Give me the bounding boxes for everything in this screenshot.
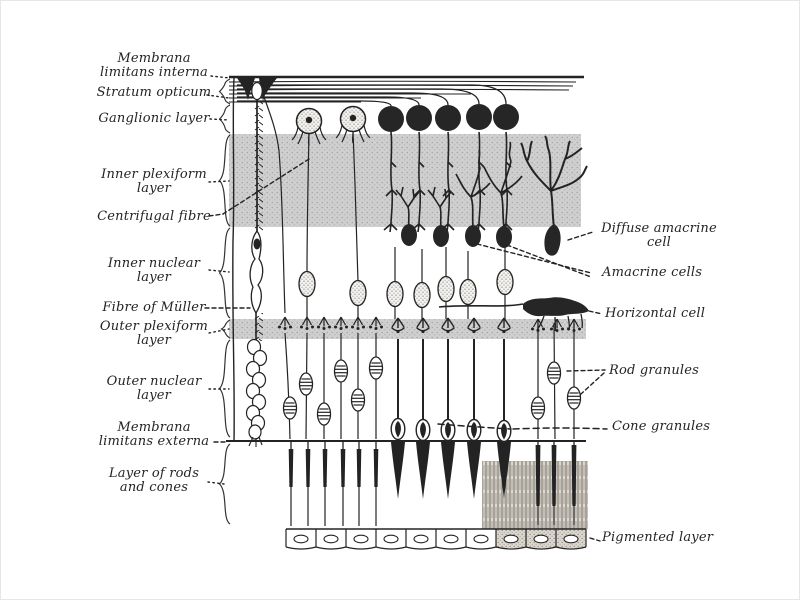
outer-plexiform-band xyxy=(229,319,586,339)
rod-granule-cells xyxy=(282,356,582,426)
label-horizontal-cell: Horizontal cell xyxy=(605,306,706,321)
label-diffuse-amacrine-cell: Diffuse amacrine cell xyxy=(601,221,717,250)
label-ganglionic-layer: Ganglionic layer xyxy=(98,111,210,126)
label-stratum-opticum: Stratum opticum xyxy=(96,85,212,100)
label-layer-of-rods-and-cones: Layer of rods and cones xyxy=(108,466,200,495)
amacrine-cells-art xyxy=(395,141,523,248)
diffuse-amacrine-cell-art xyxy=(520,135,588,256)
label-rod-granules: Rod granules xyxy=(609,363,700,378)
leader-lines xyxy=(204,75,608,542)
cone-fibres xyxy=(397,339,505,421)
section-left-edge xyxy=(232,77,235,442)
label-inner-nuclear-layer: Inner nuclear layer xyxy=(107,256,201,285)
bipolar-cells xyxy=(298,268,514,309)
label-pigmented-layer: Pigmented layer xyxy=(602,530,714,545)
label-membrana-limitans-interna: Membrana limitans interna xyxy=(100,51,208,80)
outer-segment-hatch xyxy=(482,461,588,529)
label-inner-plexiform-layer: Inner plexiform layer xyxy=(101,167,207,196)
layer-braces xyxy=(218,78,231,525)
label-amacrine-cells: Amacrine cells xyxy=(602,265,703,280)
pigmented-layer-row xyxy=(285,528,587,550)
label-outer-nuclear-layer: Outer nuclear layer xyxy=(106,374,202,403)
label-centrifugal-fibre: Centrifugal fibre xyxy=(97,209,211,224)
label-cone-granules: Cone granules xyxy=(612,419,711,434)
horizontal-cell-art xyxy=(438,297,589,332)
ganglion-cells xyxy=(291,104,519,233)
ganglion-axons xyxy=(237,84,507,107)
cone-granule-cells xyxy=(390,417,512,443)
label-membrana-limitans-externa: Membrana limitans externa xyxy=(98,420,210,449)
label-fibre-of-muller: Fibre of Müller xyxy=(102,300,206,315)
label-outer-plexiform-layer: Outer plexiform layer xyxy=(99,319,209,348)
muller-fibre xyxy=(237,78,277,447)
